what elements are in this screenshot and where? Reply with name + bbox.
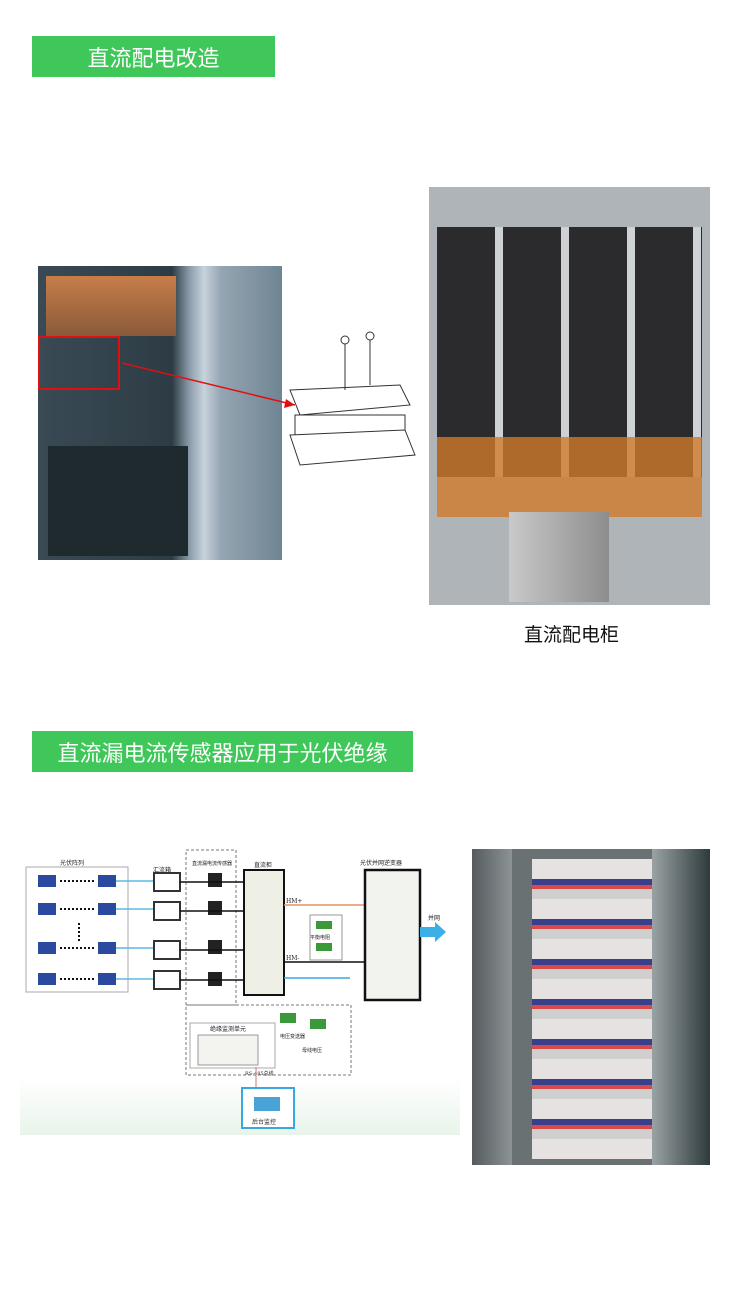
label-combiner: 汇流箱	[153, 866, 171, 874]
label-monitor: 后台监控	[252, 1118, 276, 1126]
label-voltage-transmitter: 电压变送器	[280, 1033, 305, 1040]
dc-cabinet-photo	[429, 187, 710, 605]
pv-insulation-diagram: 光伏阵列 汇流箱 直流漏电流传感器 直流柜 HM+ HM- 平衡电阻 光伏并网逆…	[20, 849, 460, 1135]
cabinet-caption: 直流配电柜	[524, 624, 620, 646]
label-pv-array: 光伏阵列	[60, 859, 84, 867]
pv-cabinet-photo	[472, 849, 710, 1165]
label-hm-minus: HM-	[286, 955, 299, 962]
label-insulation-unit: 绝缘监测单元	[210, 1025, 246, 1033]
label-sensor: 直流漏电流传感器	[192, 860, 232, 867]
label-hm-plus: HM+	[286, 898, 302, 905]
label-bus-voltage: 母线电压	[302, 1047, 322, 1054]
label-inverter: 光伏并网逆变器	[360, 859, 402, 867]
busbar-photo	[38, 266, 282, 560]
label-dc-cabinet: 直流柜	[254, 861, 272, 869]
label-grid: 并网	[428, 914, 440, 922]
label-balance-resistor: 平衡电阻	[310, 934, 330, 941]
terminal-drawing	[121, 331, 416, 466]
grid-arrow-icon	[420, 922, 446, 942]
label-rs485: RS-485总线	[245, 1070, 274, 1077]
section-title-dc-retrofit: 直流配电改造	[32, 36, 275, 77]
highlight-box	[38, 336, 120, 390]
section-title-pv-insulation: 直流漏电流传感器应用于光伏绝缘	[32, 731, 413, 772]
